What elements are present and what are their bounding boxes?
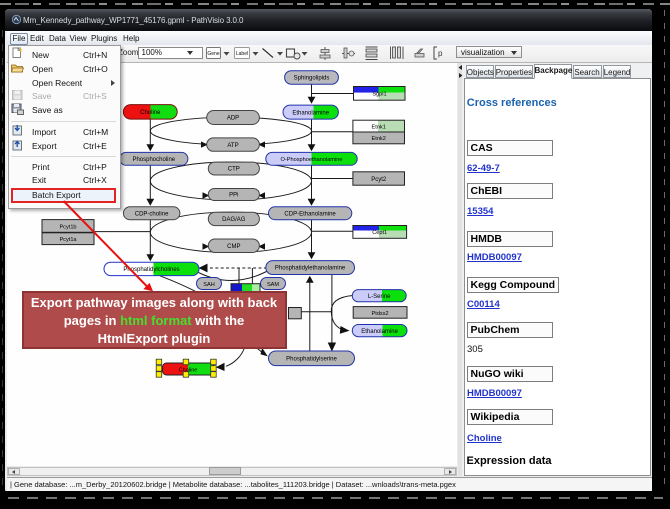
svg-text:Phosphocholine: Phosphocholine: [132, 157, 175, 163]
svg-text:Ethanolamine: Ethanolamine: [292, 110, 329, 116]
svg-text:Sphingolipids: Sphingolipids: [294, 76, 330, 82]
svg-text:Label: Label: [236, 51, 248, 57]
svg-text:Pcyt2: Pcyt2: [371, 177, 387, 183]
svg-text:Sgpl1: Sgpl1: [372, 92, 386, 98]
svg-text:SAH: SAH: [203, 282, 215, 288]
svg-text:CDP-Ethanolamine: CDP-Ethanolamine: [284, 211, 336, 217]
svg-text:Pcyt1b: Pcyt1b: [59, 225, 76, 231]
svg-text:DAG/AG: DAG/AG: [222, 217, 246, 223]
svg-text:Phosphatidylethanolamine: Phosphatidylethanolamine: [275, 266, 346, 272]
svg-text:ATP: ATP: [227, 143, 238, 149]
svg-text:Cept1: Cept1: [372, 230, 387, 236]
svg-text:ADP: ADP: [227, 116, 239, 122]
svg-text:CDP-choline: CDP-choline: [135, 211, 169, 217]
svg-text:Choline: Choline: [140, 110, 161, 116]
svg-text:Phosphatidylcholines: Phosphatidylcholines: [123, 267, 179, 273]
svg-text:CTP: CTP: [228, 167, 240, 173]
svg-text:Phosphatidylserine: Phosphatidylserine: [286, 357, 337, 363]
svg-text:Pcyt1a: Pcyt1a: [59, 237, 77, 243]
svg-text:Choline: Choline: [179, 367, 198, 373]
svg-text:L-Serine: L-Serine: [368, 294, 391, 300]
svg-text:Ptdss2: Ptdss2: [372, 311, 389, 317]
svg-text:SAM: SAM: [267, 282, 279, 288]
svg-text:PPi: PPi: [229, 193, 238, 199]
svg-text:Ethanolamine: Ethanolamine: [361, 329, 398, 335]
svg-text:p: p: [438, 49, 443, 58]
svg-text:Etnk2: Etnk2: [372, 136, 386, 142]
svg-text:Etnk1: Etnk1: [372, 124, 386, 130]
svg-text:CMP: CMP: [227, 244, 240, 250]
svg-text:O-Phosphoethanolamine: O-Phosphoethanolamine: [281, 157, 343, 163]
svg-text:Gene: Gene: [207, 51, 219, 57]
